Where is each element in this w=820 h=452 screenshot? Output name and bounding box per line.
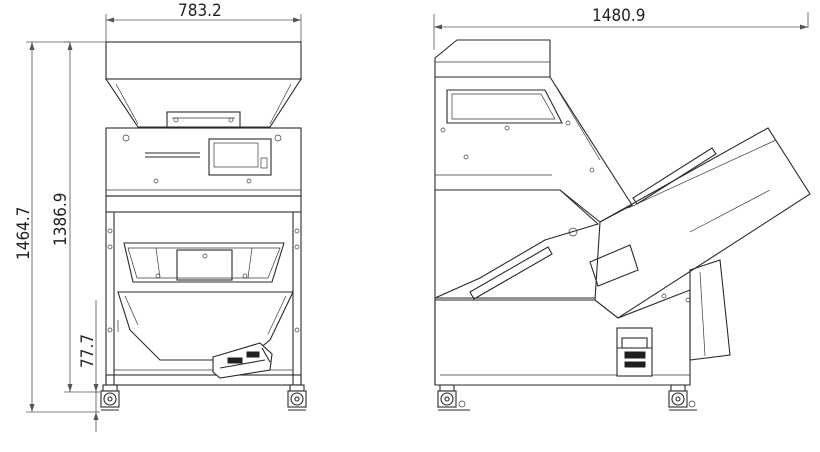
- hopper-funnel: [104, 78, 303, 128]
- length-dimension-label: 1480.9: [592, 6, 646, 26]
- front-panel: [105, 127, 302, 197]
- total-height-label: 1464.7: [14, 207, 34, 261]
- length-dimension: 1480.9: [433, 6, 809, 50]
- caster-right: [287, 384, 307, 411]
- caster-height-dimension: 77.7: [78, 300, 99, 432]
- hopper-top: [105, 41, 302, 80]
- body-height-dimension: 1386.9: [51, 41, 100, 393]
- side-lower-housing: [434, 189, 600, 299]
- inclined-chute: [594, 127, 811, 319]
- side-caster-front: [437, 384, 470, 411]
- side-window: [446, 89, 563, 124]
- body-height-label: 1386.9: [51, 193, 71, 247]
- control-screen: [208, 138, 272, 176]
- base-rail: [105, 374, 302, 386]
- side-upper-housing: [434, 76, 633, 223]
- lower-frame: [105, 195, 302, 213]
- chute-window: [123, 242, 285, 283]
- side-outlet-box: [616, 327, 653, 377]
- inclined-window: [589, 244, 639, 287]
- side-caster-rear: [668, 384, 697, 411]
- caster-left: [100, 384, 120, 411]
- width-dimension: 783.2: [105, 1, 302, 42]
- front-view: 783.2: [14, 1, 307, 432]
- total-height-dimension: 1464.7: [14, 41, 106, 413]
- rear-discharge: [689, 259, 731, 361]
- side-hopper: [434, 39, 551, 78]
- side-view: 1480.9: [433, 6, 811, 411]
- caster-height-label: 77.7: [78, 334, 98, 368]
- width-dimension-label: 783.2: [178, 1, 222, 21]
